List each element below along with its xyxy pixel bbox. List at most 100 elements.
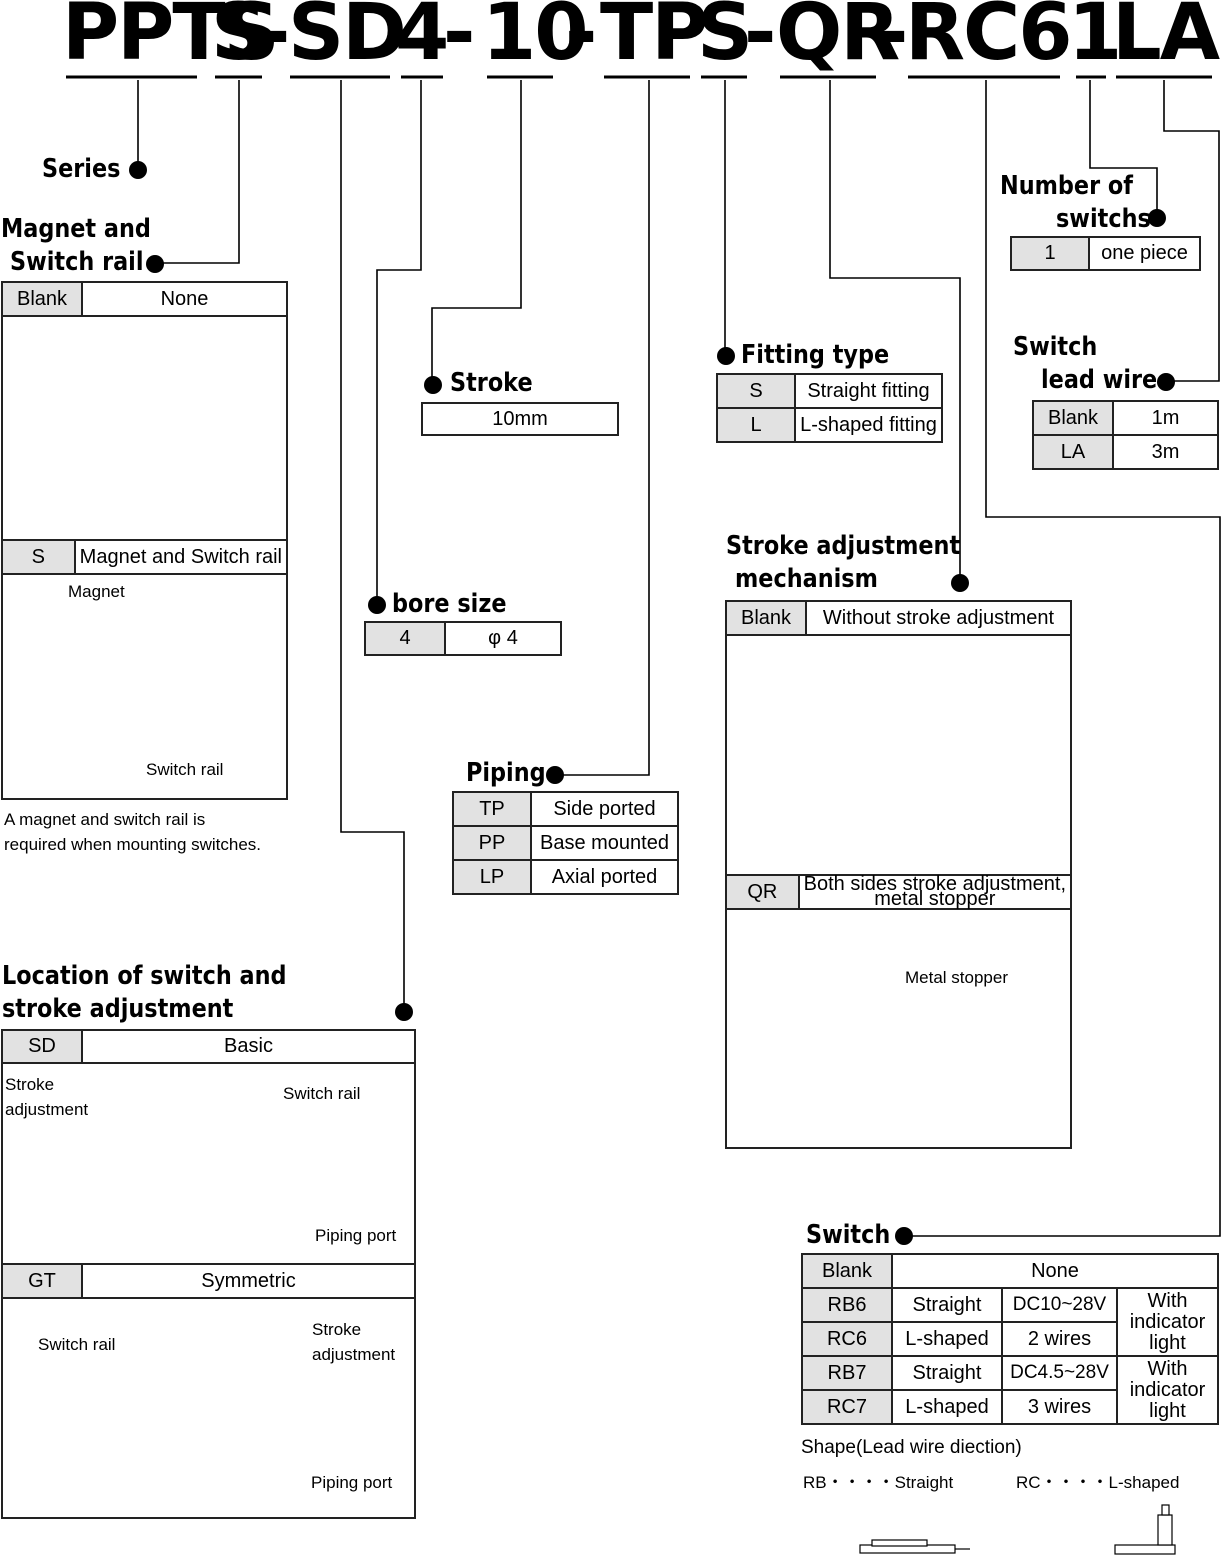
magnet-blank-desc: None (81, 281, 288, 317)
piping-desc: Side ported (530, 791, 679, 827)
location-sd-row: SD Basic (1, 1029, 416, 1064)
switch-light: With indicator light (1116, 1355, 1219, 1425)
switch-rc-caption: RC・・・・L-shaped (1016, 1473, 1180, 1492)
switch-shape-title: Shape(Lead wire diection) (801, 1437, 1022, 1458)
stroke-adj-qr-desc-line1: Both sides stroke adjustment, (803, 873, 1066, 895)
stroke-table: 10mm (421, 402, 619, 436)
location-label-line2: stroke adjustment (2, 994, 234, 1024)
num-switch-table: 1 one piece (1010, 236, 1201, 271)
gt-port-caption: Piping port (311, 1473, 393, 1492)
num-switch-code: 1 (1010, 236, 1090, 271)
magnet-note-line2: required when mounting switches. (4, 835, 262, 854)
stroke-adj-blank-row: Blank Without stroke adjustment (725, 600, 1072, 636)
gt-rail-caption: Switch rail (38, 1335, 116, 1354)
stroke-label: Stroke (450, 368, 533, 398)
magnet-label-line2: Switch rail (10, 247, 144, 277)
magnet-blank-code: Blank (1, 281, 83, 317)
piping-desc: Axial ported (530, 859, 679, 895)
switch-shape: L-shaped (891, 1321, 1003, 1357)
fitting-row: S Straight fitting (716, 373, 943, 409)
stroke-adj-label-line1: Stroke adjustment (726, 531, 961, 561)
fitting-label: Fitting type (741, 340, 890, 370)
switch-row: RB7 Straight DC4.5~28V With indicator li… (801, 1355, 1219, 1425)
switch-blank-code: Blank (801, 1253, 893, 1289)
switch-light-line1: With (1147, 1289, 1188, 1312)
lead-wire-label-line2: lead wire (1041, 365, 1158, 395)
model-code-dash: - (258, 0, 290, 78)
gt-stroke-caption-line1: Stroke (312, 1320, 362, 1339)
location-label-line1: Location of switch and (2, 961, 287, 991)
num-switch-label-line2: switchs (1056, 204, 1151, 234)
lead-wire-label-line1: Switch (1013, 332, 1098, 362)
magnet-caption: Magnet (68, 582, 125, 601)
model-code-series: PPTS (62, 0, 280, 78)
bore-label: bore size (392, 589, 507, 619)
switch-label: Switch (806, 1220, 891, 1250)
model-code-lead-wire: LA (1112, 0, 1220, 78)
fitting-desc: Straight fitting (794, 373, 943, 409)
piping-label: Piping (466, 758, 546, 788)
metal-stopper-caption: Metal stopper (905, 968, 1008, 987)
piping-row: PP Base mounted (452, 825, 679, 861)
stroke-adj-qr-row: QR Both sides stroke adjustment, metal s… (725, 873, 1073, 910)
location-sd-desc: Basic (81, 1029, 416, 1064)
switch-code: RB6 (801, 1287, 893, 1323)
num-switch-desc: one piece (1088, 236, 1201, 271)
num-switch-label-line1: Number of (1000, 171, 1134, 201)
switch-row: Blank None (801, 1253, 1219, 1289)
sd-port-caption: Piping port (315, 1226, 397, 1245)
piping-code: LP (452, 859, 532, 895)
switch-wires: 2 wires (1001, 1321, 1118, 1357)
model-code-dash: - (744, 0, 776, 78)
gt-stroke-caption-line2: adjustment (312, 1345, 396, 1364)
magnet-blank-row: Blank None (1, 281, 288, 317)
model-code-dash: - (443, 0, 475, 78)
magnet-s-row: S Magnet and Switch rail (1, 539, 289, 575)
stroke-adj-blank-code: Blank (725, 600, 807, 636)
switch-shape: Straight (891, 1287, 1003, 1323)
bore-value: φ 4 (444, 621, 562, 656)
switch-wires: 3 wires (1001, 1389, 1118, 1425)
switch-light-line1: With (1147, 1357, 1188, 1380)
location-gt-code: GT (1, 1263, 83, 1299)
switch-shape: L-shaped (891, 1389, 1003, 1425)
stroke-adj-qr-code: QR (725, 874, 800, 910)
switch-light-line2: indicator (1129, 1310, 1206, 1333)
piping-desc: Base mounted (530, 825, 679, 861)
piping-row: LP Axial ported (452, 859, 679, 895)
switch-light-line2: indicator (1129, 1378, 1206, 1401)
piping-row: TP Side ported (452, 791, 679, 827)
switch-light-line3: light (1149, 1399, 1186, 1422)
location-gt-row: GT Symmetric (1, 1263, 416, 1299)
piping-table: TP Side ported PP Base mounted LP Axial … (452, 791, 679, 895)
sd-stroke-caption-line1: Stroke (5, 1075, 55, 1094)
switch-light-line3: light (1149, 1331, 1186, 1354)
magnet-s-code: S (1, 539, 76, 575)
magnet-s-desc: Magnet and Switch rail (73, 539, 289, 575)
fitting-row: L L-shaped fitting (716, 407, 943, 443)
model-code-num-switch: 1 (1068, 0, 1122, 78)
model-code-switch: RC6 (905, 0, 1073, 78)
piping-code: TP (452, 791, 532, 827)
stroke-adj-qr-desc-line2: metal stopper (874, 888, 996, 910)
switch-rail-caption: Switch rail (146, 760, 224, 779)
model-code-fitting: S (697, 0, 753, 78)
switch-code: RB7 (801, 1355, 893, 1391)
fitting-desc: L-shaped fitting (794, 407, 943, 443)
model-code-stroke: 10 (482, 0, 589, 78)
bore-table: 4 φ 4 (364, 621, 562, 656)
magnet-label-line1: Magnet and (1, 214, 151, 244)
switch-rb-caption: RB・・・・Straight (803, 1473, 954, 1492)
model-code-stroke-adj: QR (776, 0, 900, 78)
switch-code: RC6 (801, 1321, 893, 1357)
model-code-dash: - (565, 0, 597, 78)
switch-light: With indicator light (1116, 1287, 1219, 1357)
switch-table: Blank None RB6 Straight DC10~28V With in… (801, 1253, 1219, 1425)
lead-wire-row: Blank 1m (1032, 400, 1219, 436)
switch-voltage: DC4.5~28V (1001, 1355, 1118, 1391)
location-gt-desc: Symmetric (81, 1263, 416, 1299)
fitting-code: L (716, 407, 796, 443)
sd-rail-caption: Switch rail (283, 1084, 361, 1103)
model-code-piping: TP (600, 0, 708, 78)
lead-wire-row: LA 3m (1032, 434, 1219, 470)
